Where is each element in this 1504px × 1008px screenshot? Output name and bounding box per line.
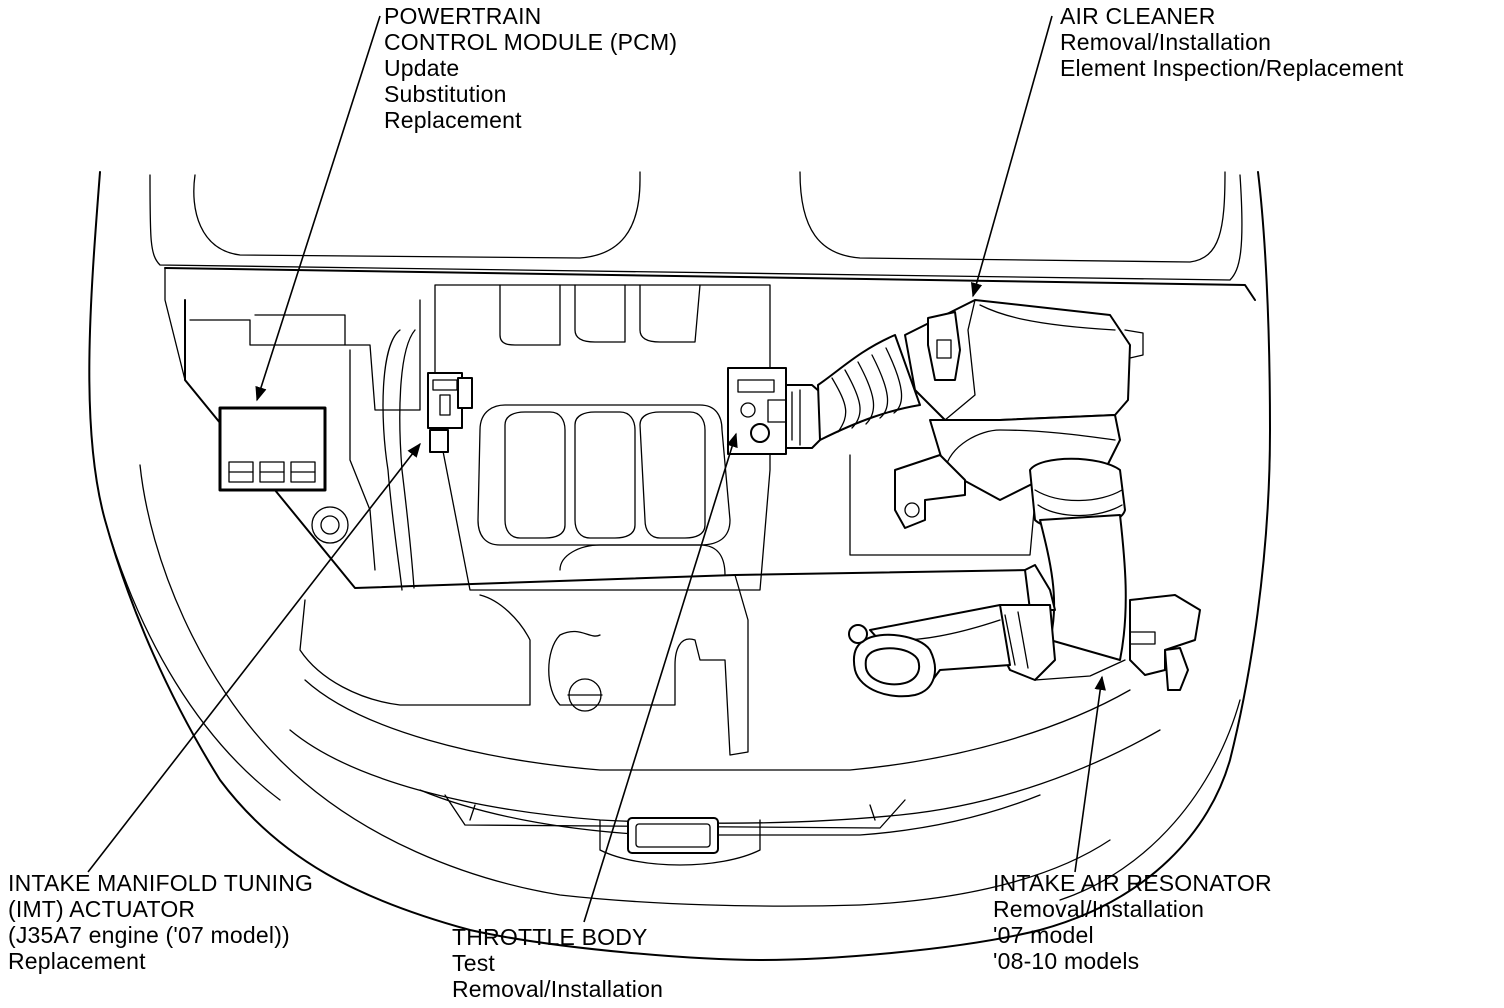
front-bumper <box>289 574 1161 866</box>
hood-cowl <box>149 171 1256 381</box>
throttle-body-callout: THROTTLE BODY Test Removal/Installation <box>452 924 663 1002</box>
pcm-module <box>218 406 327 492</box>
engine-cover <box>434 284 771 591</box>
pcm-update-link[interactable]: Update <box>384 55 460 81</box>
resonator-title: INTAKE AIR RESONATOR <box>993 870 1272 896</box>
imt-title-line-3: (J35A7 engine ('07 model)) <box>8 922 290 948</box>
pcm-title-line-2: CONTROL MODULE (PCM) <box>384 29 678 55</box>
air-cleaner-element-link[interactable]: Element Inspection/Replacement <box>1060 55 1404 81</box>
imt-title-line-1: INTAKE MANIFOLD TUNING <box>8 870 314 896</box>
imt-title-line-2: (IMT) ACTUATOR <box>8 896 196 922</box>
resonator-08-10-models-link[interactable]: '08-10 models <box>993 948 1140 974</box>
imt-replacement-link[interactable]: Replacement <box>8 948 146 974</box>
air-cleaner-callout: AIR CLEANER Removal/Installation Element… <box>1060 3 1404 81</box>
pcm-callout: POWERTRAIN CONTROL MODULE (PCM) Update S… <box>384 3 677 133</box>
intake-air-resonator-callout: INTAKE AIR RESONATOR Removal/Installatio… <box>993 870 1272 974</box>
resonator-removal-label: Removal/Installation <box>993 896 1205 922</box>
pcm-title-line-1: POWERTRAIN <box>384 3 542 29</box>
air-cleaner-title: AIR CLEANER <box>1060 3 1216 29</box>
pcm-substitution-link[interactable]: Substitution <box>384 81 507 107</box>
resonator-07-model-link[interactable]: '07 model <box>993 922 1094 948</box>
air-cleaner-removal-link[interactable]: Removal/Installation <box>1060 29 1272 55</box>
intake-air-resonator <box>848 457 1201 698</box>
throttle-body-title: THROTTLE BODY <box>452 924 648 950</box>
intake-duct <box>817 334 921 441</box>
imt-actuator-callout: INTAKE MANIFOLD TUNING (IMT) ACTUATOR (J… <box>8 870 313 974</box>
imt-actuator <box>427 372 473 453</box>
vehicle-body <box>88 171 1271 961</box>
leader-lines <box>87 15 1106 923</box>
throttle-body <box>727 367 821 455</box>
throttle-body-test-link[interactable]: Test <box>452 950 495 976</box>
throttle-body-removal-link[interactable]: Removal/Installation <box>452 976 664 1002</box>
pcm-replacement-link[interactable]: Replacement <box>384 107 522 133</box>
